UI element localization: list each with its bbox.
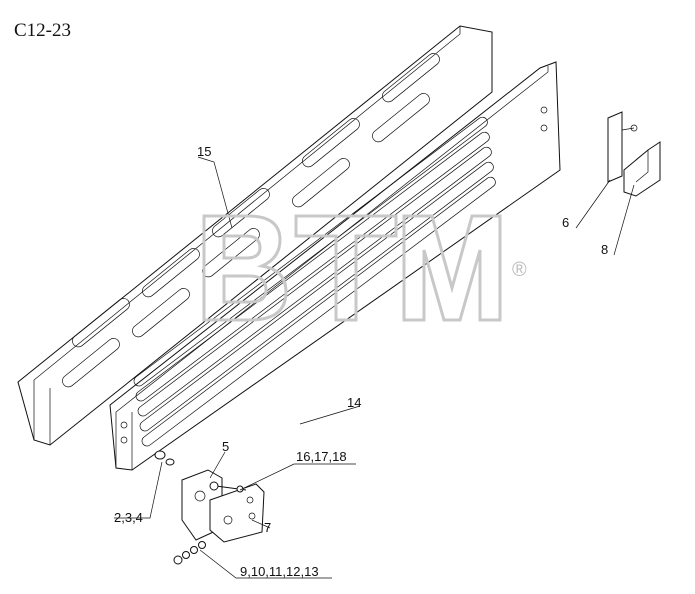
- callout-9-13: 9,10,11,12,13: [240, 564, 319, 579]
- callout-15: 15: [197, 144, 211, 159]
- bolt-16-17-18: [209, 481, 247, 493]
- bracket-part-8: [623, 141, 661, 197]
- btm-watermark-logo: ®: [202, 214, 527, 322]
- lower-bracket-part-7: [181, 469, 265, 543]
- bracket-part-6: [607, 111, 638, 183]
- callout-14: 14: [347, 395, 361, 410]
- callout-7: 7: [264, 520, 271, 535]
- diagram-title: C12-23: [14, 20, 71, 41]
- callout-2-3-4: 2,3,4: [114, 510, 143, 525]
- callout-5: 5: [222, 439, 229, 454]
- callout-8: 8: [601, 242, 608, 257]
- callout-16-17-18: 16,17,18: [296, 449, 347, 464]
- leader-lines: [114, 156, 635, 579]
- callout-6: 6: [562, 215, 569, 230]
- registered-mark: ®: [512, 259, 527, 281]
- fasteners-9-13: [173, 541, 206, 565]
- bolts-2-3-4: [154, 450, 175, 466]
